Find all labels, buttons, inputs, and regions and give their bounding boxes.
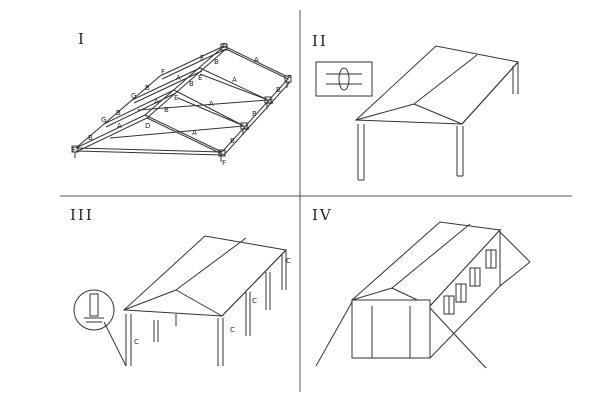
label-c: C: [252, 297, 257, 305]
label-g: G: [131, 92, 136, 100]
label-e: E: [198, 74, 202, 82]
rafter: [159, 45, 225, 77]
label-b: B: [116, 109, 121, 117]
left-eave-beam: [75, 75, 161, 149]
completed-tent: [315, 221, 531, 369]
rafter: [131, 67, 201, 101]
label-a: A: [117, 122, 122, 130]
panel-2-numeral: II: [312, 32, 328, 50]
side-windows: [443, 249, 497, 315]
panel-3-numeral: III: [70, 206, 94, 224]
label-f: F: [222, 159, 226, 167]
panel-1-numeral: I: [78, 30, 86, 48]
label-b: B: [230, 137, 235, 145]
label-b: B: [164, 106, 169, 114]
label-a: A: [254, 56, 259, 64]
guy-rope: [499, 231, 531, 263]
roof-frame: [71, 43, 292, 162]
label-f: F: [72, 146, 76, 154]
panel-4-numeral: IV: [312, 206, 333, 224]
label-g: G: [268, 98, 273, 106]
label-b: B: [145, 84, 150, 92]
tent-frame-with-legs: [122, 235, 288, 366]
label-a: A: [209, 100, 214, 108]
label-g: G: [101, 116, 106, 124]
foot-plate-detail: [73, 289, 127, 367]
rafter: [75, 114, 146, 149]
label-b: B: [252, 110, 257, 118]
guy-rope: [315, 301, 353, 367]
guy-rope: [429, 307, 487, 369]
label-f: F: [287, 74, 291, 82]
label-c: C: [134, 338, 139, 346]
front-wall: [351, 299, 431, 359]
frame-labels: F F F F D D G G G G B B B B B B B B B A …: [72, 42, 291, 167]
ridge-beam: [144, 45, 225, 116]
leg-labels: C C C C: [134, 257, 291, 346]
label-a: A: [232, 76, 237, 84]
purlin: [137, 99, 269, 111]
detail-box: [315, 61, 373, 97]
detail-circle: [73, 289, 115, 331]
label-c: C: [230, 326, 235, 334]
label-a: A: [154, 98, 159, 106]
label-a: A: [176, 74, 181, 82]
label-b: B: [276, 86, 281, 94]
fastener-detail-inset: [315, 61, 373, 97]
label-e: E: [200, 54, 204, 62]
label-b: B: [214, 58, 219, 66]
label-b: B: [189, 80, 194, 88]
label-a: A: [192, 129, 197, 137]
label-c: C: [286, 257, 291, 265]
strap-icon: [338, 67, 350, 91]
roof-ridge-line: [413, 54, 478, 105]
roof-cover: [354, 45, 519, 181]
rafter: [103, 89, 175, 125]
label-b: B: [88, 134, 93, 142]
front-eave-beam: [75, 147, 223, 153]
roof-cover-outline: [354, 45, 519, 125]
label-d: D: [222, 42, 227, 50]
label-f: F: [161, 68, 165, 76]
label-d: D: [145, 122, 150, 130]
right-eave-beam: [221, 78, 289, 153]
label-e: E: [174, 94, 178, 102]
label-g: G: [244, 124, 249, 132]
panel-dividers: [60, 10, 572, 392]
purlin: [109, 125, 245, 139]
